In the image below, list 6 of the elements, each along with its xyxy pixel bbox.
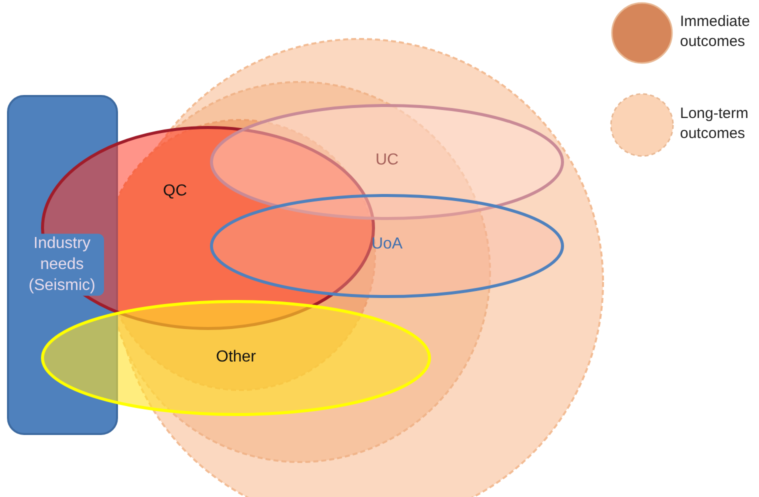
ellipse-label: UC bbox=[375, 150, 399, 171]
ellipse-label: QC bbox=[163, 182, 187, 202]
ellipse-label: Other bbox=[216, 348, 256, 368]
legend-label: Long-term outcomes bbox=[680, 104, 750, 143]
legend-label: Immediate outcomes bbox=[680, 12, 752, 51]
ellipse-label: UoA bbox=[371, 234, 403, 255]
